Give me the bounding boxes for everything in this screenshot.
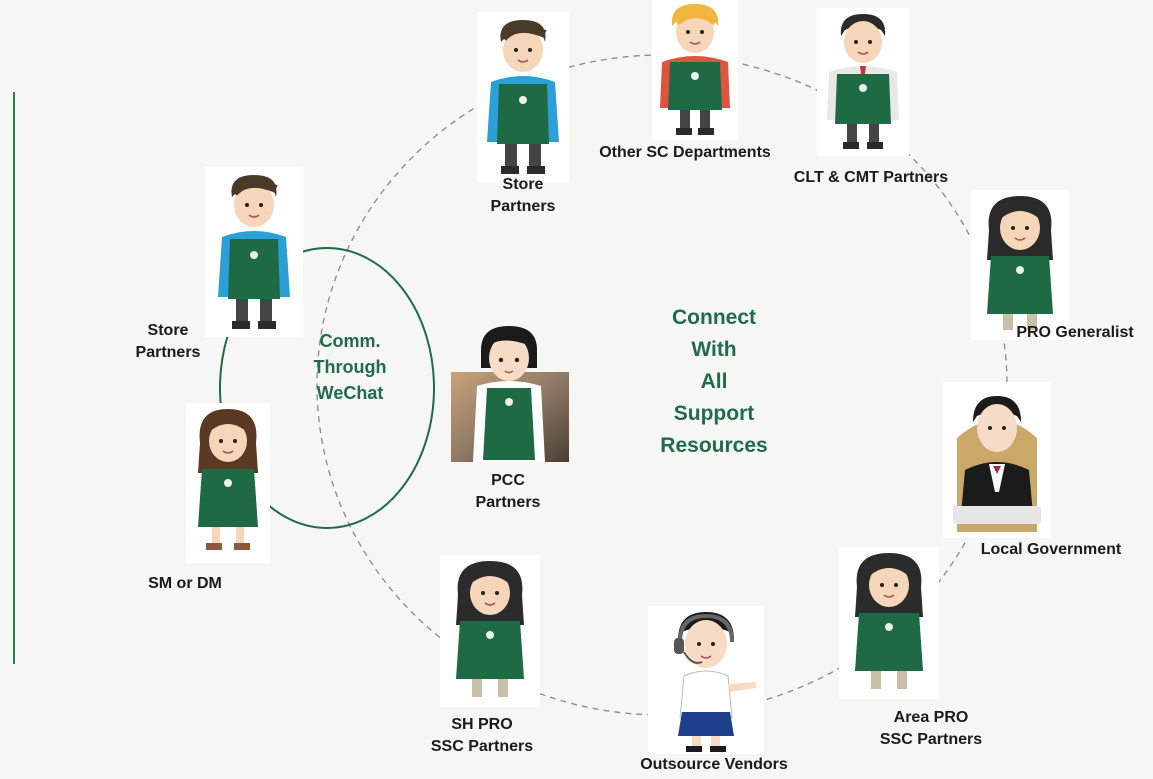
node-label-line: Store: [502, 176, 544, 193]
node-label-line: SM or DM: [148, 575, 222, 592]
wechat-line: Through: [313, 357, 387, 377]
node-label-line: Other SC Departments: [599, 144, 771, 161]
pcc-label-line: PCC: [491, 472, 525, 489]
store-partner-icon: [218, 175, 290, 329]
pro-generalist-card: [971, 190, 1069, 340]
other-sc-departments-card: [652, 0, 738, 140]
local-government-card: [943, 382, 1051, 538]
center-text: Connect With All Support Resources: [644, 302, 784, 462]
sh-pro-card: [440, 555, 540, 707]
female-partner-icon: [987, 196, 1053, 330]
node-label-line: Partners: [135, 344, 201, 361]
node-label-line: Local Government: [980, 541, 1122, 558]
pcc-partner-icon: [451, 326, 569, 462]
store-partners-top-label: Store Partners: [477, 174, 569, 218]
clt-cmt-partners-label: CLT & CMT Partners: [770, 167, 972, 189]
female-partner-icon: [456, 561, 524, 697]
pcc-label-line: Partners: [475, 494, 541, 511]
node-label-line: PRO Generalist: [1016, 324, 1134, 341]
outsource-vendors-card: [648, 606, 764, 754]
partner-icon: [660, 4, 730, 135]
wechat-line: Comm.: [319, 331, 381, 351]
store-partners-top-card: [477, 12, 569, 182]
partner-icon: [827, 14, 899, 149]
local-government-label: Local Government: [962, 539, 1140, 561]
center-line: Resources: [660, 434, 768, 457]
outsource-vendors-label: Outsource Vendors: [624, 754, 804, 776]
node-label-line: SSC Partners: [879, 731, 983, 748]
wechat-text: Comm. Through WeChat: [290, 328, 410, 406]
female-partner-icon: [198, 409, 258, 550]
other-sc-departments-label: Other SC Departments: [574, 142, 796, 164]
area-pro-card: [839, 547, 939, 699]
area-pro-label: Area PRO SSC Partners: [858, 707, 1004, 751]
store-partners-left-card: [205, 167, 303, 337]
inner-wechat-circle: [219, 247, 435, 529]
center-line: With: [691, 338, 737, 361]
clt-cmt-partners-card: [817, 8, 909, 156]
node-label-line: SH PRO: [451, 716, 513, 733]
call-center-agent-icon: [674, 612, 756, 752]
female-partner-icon: [855, 553, 923, 689]
node-label-line: Store: [147, 322, 189, 339]
pro-generalist-label: PRO Generalist: [1000, 322, 1150, 344]
left-accent-line: [13, 92, 15, 664]
center-line: Connect: [672, 306, 756, 329]
node-label-line: SSC Partners: [430, 738, 534, 755]
node-label-line: Outsource Vendors: [640, 756, 788, 773]
store-partners-left-label: Store Partners: [118, 320, 218, 364]
center-line: All: [700, 370, 728, 393]
sm-dm-label: SM or DM: [130, 573, 240, 595]
pcc-label: PCC Partners: [458, 470, 558, 514]
center-line: Support: [673, 402, 755, 425]
pcc-partner-photo: [451, 322, 569, 462]
sh-pro-label: SH PRO SSC Partners: [412, 714, 552, 758]
wechat-line: WeChat: [316, 383, 384, 403]
node-label-line: Partners: [490, 198, 556, 215]
node-label-line: CLT & CMT Partners: [793, 169, 949, 186]
sm-dm-card: [186, 403, 270, 563]
store-partner-icon: [487, 20, 559, 174]
node-label-line: Area PRO: [893, 709, 969, 726]
government-official-icon: [953, 396, 1041, 532]
